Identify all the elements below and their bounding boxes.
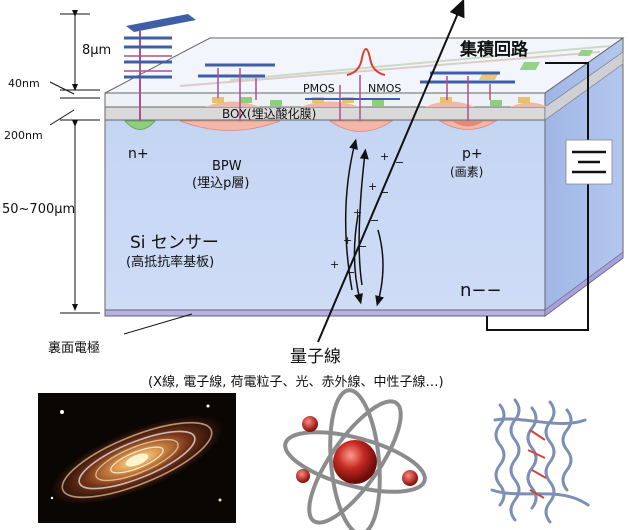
substrate-front [104, 119, 546, 311]
p-plus-sub-label: (画素) [450, 165, 483, 179]
charge-carriers: + − + − + − + − + − [330, 150, 404, 279]
hole-charge: + [343, 234, 352, 247]
nmos-label: NMOS [368, 82, 401, 95]
gate-1 [212, 97, 224, 103]
metal-stack-left [124, 14, 196, 121]
dim-200nm: 200nm [4, 129, 43, 142]
gate-7 [440, 97, 452, 103]
p-plus-core [452, 121, 484, 127]
n-minus-label: n−− [460, 280, 502, 301]
side-box-strip [544, 51, 624, 121]
quantum-beam-arrow [317, 0, 465, 343]
gate-3 [270, 100, 282, 106]
circuit-well-4 [510, 102, 548, 107]
silicon-block [104, 37, 625, 317]
labels: 8μm 40nm 200nm 50~700μm 集積回路 PMOS NMOS B… [2, 39, 529, 390]
hole-charge: + [353, 206, 362, 219]
battery-icon [565, 139, 613, 185]
hole-charge: + [368, 180, 377, 193]
gate-8 [490, 100, 502, 106]
bpw-label: BPW [212, 159, 242, 174]
bias-circuit [486, 62, 589, 331]
circuit-well-3 [425, 101, 475, 107]
electron-charge: − [370, 214, 379, 227]
integrated-circuit-label: 集積回路 [459, 39, 529, 60]
dim-8um: 8μm [82, 43, 111, 58]
gate-9 [518, 97, 530, 103]
electron-charge: − [358, 240, 367, 253]
block-top-face [104, 37, 625, 94]
atom-image [275, 388, 435, 530]
charge-drift-arrows [344, 138, 384, 307]
dim-50-700um: 50~700μm [2, 202, 75, 217]
back-electrode-leader [123, 313, 193, 335]
electron [402, 470, 418, 486]
galaxy-image [38, 393, 236, 523]
signal-pulse [346, 48, 386, 76]
nucleus [333, 440, 377, 484]
electron [296, 469, 310, 483]
electron-charge: − [380, 186, 389, 199]
metal-stack-right [420, 71, 515, 121]
pixel-implant-center [328, 120, 394, 132]
metal-stack-bpw [198, 63, 275, 121]
dim-40nm: 40nm [8, 77, 40, 90]
electron [302, 416, 318, 432]
si-sensor-sub-label: (高抵抗率基板) [126, 254, 214, 270]
box-layer [104, 106, 546, 121]
n-plus-label: n+ [128, 146, 149, 162]
side-back-strip [544, 251, 624, 317]
si-sensor-label: Si センサー [130, 233, 219, 253]
box-label: BOX(埋込酸化膜) [222, 106, 316, 121]
electron-charge: − [395, 156, 404, 169]
dimension-lines [49, 10, 100, 314]
bpw-sub-label: (埋込p層) [192, 176, 249, 191]
back-plate [104, 309, 546, 317]
metal-stack-center [305, 48, 400, 121]
hole-charge: + [330, 258, 339, 271]
bpw-implant-left [179, 120, 281, 131]
hole-charge: + [380, 150, 389, 163]
gate-6 [372, 100, 384, 106]
pmos-label: PMOS [303, 82, 335, 95]
electron-charge: − [346, 266, 355, 279]
implants [124, 97, 548, 132]
protein-image [478, 393, 593, 524]
back-electrode-label: 裏面電極 [48, 340, 100, 356]
gate-2 [240, 97, 252, 103]
quantum-beam-label: 量子線 [290, 347, 341, 367]
n-plus-implant [124, 120, 156, 130]
quantum-beam-types: (X線, 電子線, 荷電粒子、光、赤外線、中性子線…) [148, 374, 444, 390]
p-plus-label: p+ [462, 146, 483, 162]
